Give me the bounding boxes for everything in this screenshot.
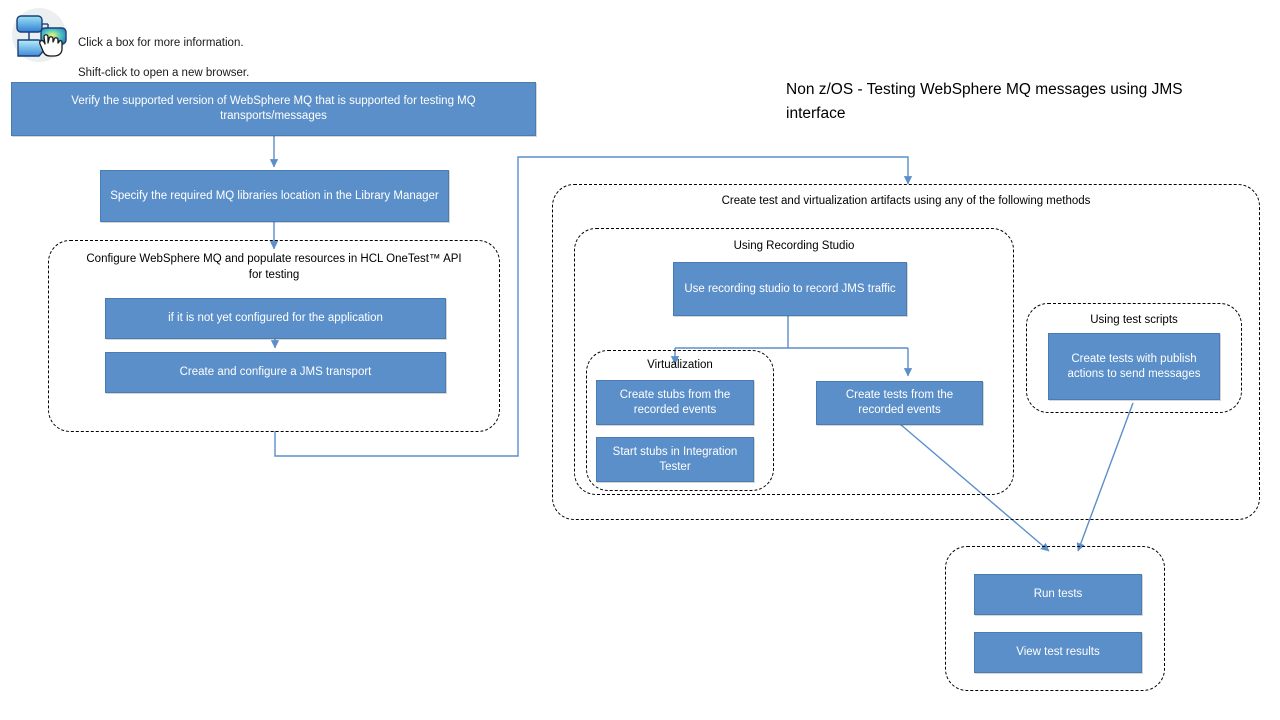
node-create-jms-transport-label: Create and configure a JMS transport: [179, 366, 372, 378]
group-results: [945, 546, 1165, 691]
node-start-stubs[interactable]: Start stubs in Integration Tester: [596, 437, 754, 482]
node-use-recording-studio[interactable]: Use recording studio to record JMS traff…: [673, 262, 907, 316]
node-run-tests[interactable]: Run tests: [974, 574, 1142, 615]
group-configure-mq: Configure WebSphere MQ and populate reso…: [48, 240, 500, 432]
node-use-recording-studio-label: Use recording studio to record JMS traff…: [684, 282, 896, 295]
group-using-recording-studio-label: Using Recording Studio: [733, 240, 855, 252]
group-configure-mq-label: Configure WebSphere MQ and populate reso…: [86, 253, 462, 281]
node-create-stubs-label: Create stubs from the recorded events: [619, 388, 731, 416]
node-if-not-configured[interactable]: if it is not yet configured for the appl…: [105, 298, 446, 339]
node-create-tests-with-publish-actions[interactable]: Create tests with publish actions to sen…: [1048, 333, 1220, 400]
node-specify-mq-libraries[interactable]: Specify the required MQ libraries locati…: [100, 170, 449, 222]
node-specify-mq-libraries-label: Specify the required MQ libraries locati…: [110, 189, 439, 202]
node-create-tests-with-publish-actions-label: Create tests with publish actions to sen…: [1067, 352, 1201, 380]
legend-line-1: Click a box for more information.: [78, 37, 244, 49]
node-verify-supported-version[interactable]: Verify the supported version of WebSpher…: [11, 82, 536, 136]
node-start-stubs-label: Start stubs in Integration Tester: [612, 445, 738, 473]
group-virtualization: Virtualization: [586, 350, 774, 491]
group-create-artifacts: Create test and virtualization artifacts…: [552, 184, 1260, 520]
page-title: Non z/OS - Testing WebSphere MQ messages…: [786, 81, 1183, 122]
node-create-tests-from-recorded-events[interactable]: Create tests from the recorded events: [816, 381, 983, 425]
node-verify-supported-version-label: Verify the supported version of WebSpher…: [71, 95, 476, 122]
group-using-recording-studio: Using Recording Studio: [574, 228, 1014, 495]
legend-text: Click a box for more information. Shift-…: [78, 21, 249, 96]
legend-line-2: Shift-click to open a new browser.: [78, 67, 250, 79]
node-view-test-results[interactable]: View test results: [974, 632, 1142, 673]
node-create-tests-from-recorded-events-label: Create tests from the recorded events: [845, 389, 954, 416]
node-create-stubs[interactable]: Create stubs from the recorded events: [596, 380, 754, 425]
node-if-not-configured-label: if it is not yet configured for the appl…: [168, 312, 383, 324]
node-view-test-results-label: View test results: [1016, 646, 1100, 658]
group-using-test-scripts-label: Using test scripts: [1090, 314, 1178, 326]
group-virtualization-label: Virtualization: [647, 359, 713, 371]
group-create-artifacts-label: Create test and virtualization artifacts…: [721, 195, 1091, 207]
node-run-tests-label: Run tests: [1033, 588, 1083, 600]
flowchart-pointer-icon: [8, 6, 70, 64]
group-using-test-scripts: Using test scripts: [1026, 303, 1242, 413]
node-create-jms-transport[interactable]: Create and configure a JMS transport: [105, 352, 446, 393]
